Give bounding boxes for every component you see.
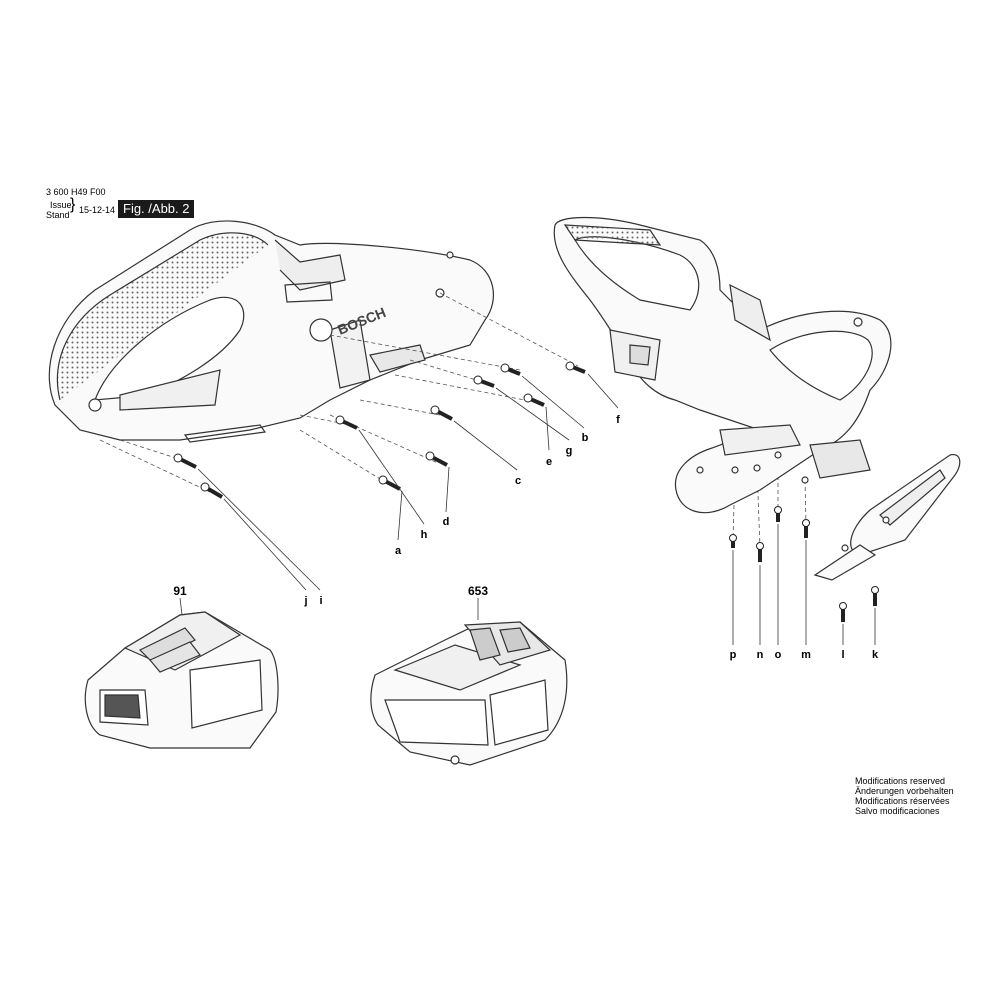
label-n: n [757, 649, 764, 661]
label-f: f [616, 414, 620, 426]
housing-shell-left [48, 220, 494, 443]
label-c: c [515, 475, 521, 487]
label-p: p [730, 649, 737, 661]
label-o: o [775, 649, 782, 661]
screw-a [378, 475, 401, 491]
label-a: a [395, 545, 402, 557]
label-i: i [319, 595, 322, 607]
screw-b-upper [500, 363, 521, 376]
label-battery-91: 91 [173, 584, 187, 598]
screw-m [802, 519, 810, 538]
charger-653 [370, 621, 568, 766]
leader-lines [179, 373, 876, 645]
stand-label: Stand [46, 210, 70, 220]
battery-pack-91 [84, 611, 279, 749]
screw-k [871, 586, 879, 606]
screw-d [425, 451, 448, 467]
screw-n [756, 542, 764, 562]
brace-glyph: } [70, 196, 76, 213]
part-labels: a b c d e f g h i j k l m n o p 91 653 [173, 414, 879, 661]
screw-j [173, 453, 197, 469]
screw-i [200, 482, 224, 499]
note-spanish: Salvo modificaciones [855, 806, 940, 816]
screws [173, 361, 879, 622]
screw-g-left [473, 375, 495, 388]
screw-f [565, 361, 586, 374]
label-h: h [421, 529, 428, 541]
note-english: Modifications reserved [855, 776, 946, 786]
screw-c [430, 405, 453, 421]
label-b: b [582, 432, 589, 444]
label-k: k [872, 649, 879, 661]
screw-o [774, 506, 782, 522]
screw-h [335, 415, 358, 430]
label-g: g [566, 445, 573, 457]
label-charger-653: 653 [468, 584, 488, 598]
screw-e [523, 393, 545, 407]
modifications-notice: Modifications reserved Änderungen vorbeh… [855, 776, 954, 816]
label-e: e [546, 456, 552, 468]
figure-label: Fig. /Abb. 2 [118, 200, 195, 218]
label-m: m [801, 649, 811, 661]
screw-l [839, 602, 847, 622]
label-l: l [841, 649, 844, 661]
issue-label: Issue [50, 200, 72, 210]
label-j: j [303, 595, 307, 607]
note-french: Modifications réservées [855, 796, 950, 806]
issue-date: 15-12-14 [79, 205, 116, 215]
blade-guard [813, 453, 961, 581]
note-german: Änderungen vorbehalten [855, 786, 954, 796]
housing-shell-right [553, 216, 892, 514]
part-number: 3 600 H49 F00 [46, 187, 106, 197]
screw-p [729, 534, 737, 548]
label-d: d [443, 516, 450, 528]
